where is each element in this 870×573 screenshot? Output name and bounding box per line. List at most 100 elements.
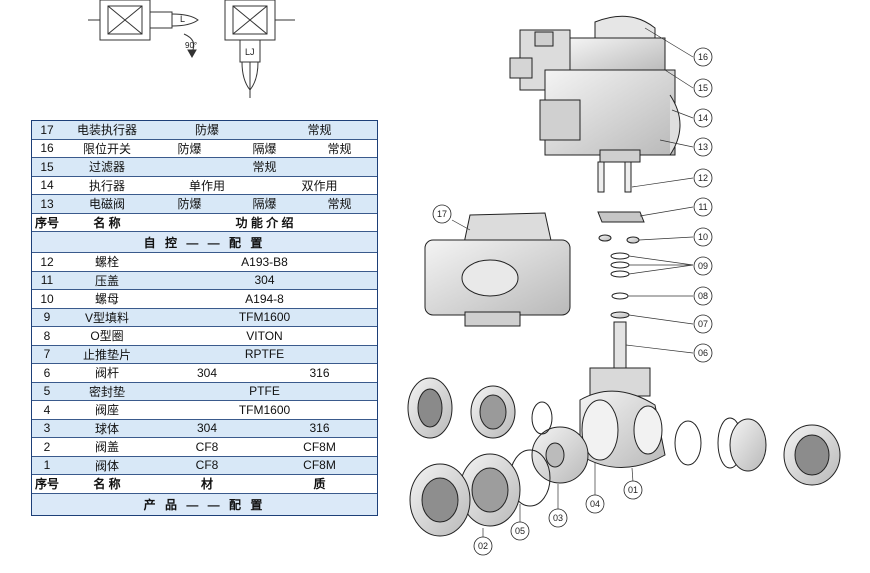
header-name: 名 称: [93, 477, 121, 492]
row-name: 过滤器: [88, 160, 125, 175]
row-name: O型圈: [90, 329, 124, 344]
table-row: 6 阀杆 304 316: [32, 364, 377, 383]
header-value: 质: [313, 477, 326, 492]
callout-16: 16: [698, 52, 708, 62]
row-name: 阀体: [94, 458, 119, 473]
row-no: 4: [43, 402, 51, 417]
row-name: V型填料: [84, 310, 129, 325]
table-row: 2 阀盖 CF8 CF8M: [32, 438, 377, 457]
row-name: 阀杆: [94, 366, 119, 381]
callout-05: 05: [515, 526, 525, 536]
row-value: VITON: [246, 328, 283, 343]
section-title-text: 产 品 — — 配 置: [143, 497, 266, 512]
row-no: 5: [43, 384, 51, 399]
row-no: 11: [40, 273, 54, 288]
section-title-text: 自 控 — — 配 置: [143, 235, 266, 250]
row-name: 压盖: [94, 273, 119, 288]
callout-02: 02: [478, 541, 488, 551]
row-value: TFM1600: [238, 402, 291, 417]
row-value: 防爆: [194, 123, 219, 138]
callout-11: 11: [698, 202, 707, 212]
row-name: 止推垫片: [82, 347, 131, 362]
row-value: 双作用: [301, 178, 338, 193]
header-name: 名 称: [93, 215, 121, 230]
spec-table: 17 电装执行器 防爆 常规 16 限位开关 防爆 隔爆 常规 15 过滤器 常…: [31, 120, 378, 516]
row-no: 16: [40, 141, 54, 156]
row-value: 隔爆: [252, 197, 277, 212]
callout-06: 06: [698, 348, 708, 358]
header-no: 序号: [34, 215, 59, 230]
port-schematic: L 90° LJ: [88, 0, 295, 98]
row-value: RPTFE: [244, 347, 285, 362]
row-no: 12: [40, 254, 54, 269]
angle-label: 90°: [185, 41, 197, 50]
row-value: CF8M: [303, 458, 336, 473]
callout-09: 09: [698, 261, 708, 271]
row-name: 螺母: [94, 292, 119, 307]
row-value: 316: [309, 365, 330, 380]
row-value: CF8M: [303, 439, 336, 454]
row-name: 阀盖: [94, 440, 119, 455]
callout-07: 07: [698, 319, 708, 329]
row-name: 密封垫: [88, 384, 125, 399]
header-value: 功 能 介 绍: [235, 215, 294, 230]
callout-14: 14: [698, 113, 708, 123]
row-value: 防爆: [177, 141, 202, 156]
row-no: 13: [40, 196, 54, 211]
callout-13: 13: [698, 142, 708, 152]
port-label-b: LJ: [245, 47, 255, 57]
row-no: 8: [43, 328, 51, 343]
table-row: 7 止推垫片 RPTFE: [32, 345, 377, 364]
row-value: 304: [196, 365, 218, 380]
row-value: 常规: [327, 197, 352, 212]
row-value: 常规: [252, 160, 277, 175]
row-no: 6: [43, 365, 51, 380]
row-value: TFM1600: [238, 310, 291, 325]
callout-01: 01: [628, 485, 638, 495]
row-value: 隔爆: [252, 141, 277, 156]
row-name: 球体: [94, 421, 119, 436]
row-value: CF8: [195, 458, 219, 473]
callout-15: 15: [698, 83, 708, 93]
table-row: 9 V型填料 TFM1600: [32, 308, 377, 327]
row-value: PTFE: [249, 384, 280, 399]
table-row: 17 电装执行器 防爆 常规: [32, 121, 377, 140]
row-name: 电磁阀: [88, 197, 125, 212]
table-row: 4 阀座 TFM1600: [32, 401, 377, 420]
row-name: 执行器: [88, 178, 125, 193]
table-row: 12 螺栓 A193-B8: [32, 253, 377, 272]
callout-10: 10: [698, 232, 708, 242]
row-value: CF8: [195, 439, 219, 454]
row-name: 电装执行器: [76, 123, 137, 138]
row-no: 7: [43, 347, 51, 362]
row-name: 螺栓: [94, 255, 119, 270]
row-no: 9: [43, 310, 51, 325]
row-value: 常规: [307, 123, 332, 138]
row-value: 316: [309, 421, 330, 436]
table-row: 1 阀体 CF8 CF8M: [32, 456, 377, 475]
table-row: 11 压盖 304: [32, 271, 377, 290]
row-name: 限位开关: [82, 141, 131, 156]
table-row: 3 球体 304 316: [32, 419, 377, 438]
row-value: A193-B8: [241, 254, 288, 269]
section-title-auto: 自 控 — — 配 置: [32, 232, 377, 253]
callout-12: 12: [698, 173, 708, 183]
row-value: 防爆: [177, 197, 202, 212]
row-value: 304: [196, 421, 218, 436]
table-row: 8 O型圈 VITON: [32, 327, 377, 346]
table-row: 16 限位开关 防爆 隔爆 常规: [32, 139, 377, 158]
row-no: 10: [40, 291, 54, 306]
table-header-lower: 序号 名 称 材 质: [32, 475, 377, 494]
table-row: 5 密封垫 PTFE: [32, 382, 377, 401]
row-no: 14: [40, 178, 54, 193]
row-no: 17: [40, 122, 54, 137]
callout-08: 08: [698, 291, 708, 301]
header-no: 序号: [34, 477, 59, 492]
row-value: A194-8: [245, 291, 284, 306]
table-header-upper: 序号 名 称 功 能 介 绍: [32, 213, 377, 232]
row-no: 15: [40, 159, 54, 174]
port-label-a: L: [180, 14, 185, 24]
callout-04: 04: [590, 499, 600, 509]
header-value: 材: [200, 477, 213, 492]
row-value: 单作用: [188, 178, 225, 193]
